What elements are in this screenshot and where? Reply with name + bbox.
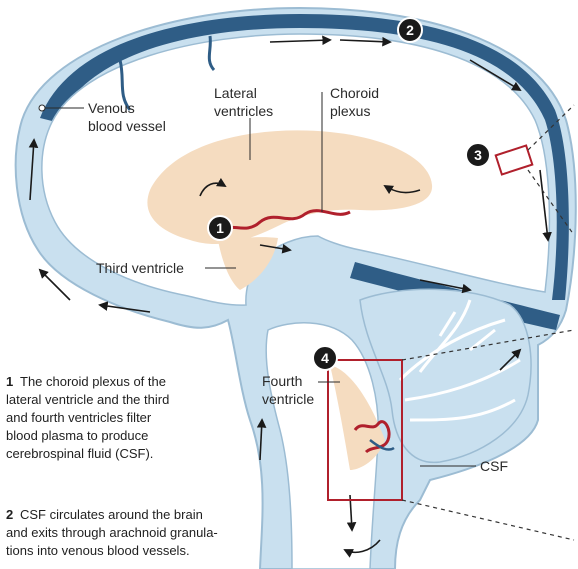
caption-1-number: 1 (6, 374, 13, 389)
caption-1: 1 The choroid plexus of the lateral vent… (6, 374, 169, 461)
caption-1-line-4: blood plasma to produce (6, 428, 148, 443)
label-venous-line1: Venous (88, 100, 135, 116)
caption-2-line-2: and exits through arachnoid granula- (6, 525, 218, 540)
svg-text:2: 2 (406, 22, 414, 38)
caption-1-line-5: cerebrospinal fluid (CSF). (6, 446, 153, 461)
label-lateral-line1: Lateral (214, 85, 257, 101)
caption-1-line-3: and fourth ventricles filter (6, 410, 152, 425)
marker-4: 4 (313, 346, 337, 370)
label-csf: CSF (480, 458, 508, 474)
svg-text:4: 4 (321, 350, 329, 366)
caption-1-line-2: lateral ventricle and the third (6, 392, 169, 407)
svg-text:1: 1 (216, 220, 224, 236)
marker-2: 2 (398, 18, 422, 42)
marker-3: 3 (466, 143, 490, 167)
label-venous-line2: blood vessel (88, 118, 166, 134)
label-fourth-line1: Fourth (262, 373, 302, 389)
caption-2: 2 CSF circulates around the brain and ex… (6, 507, 218, 558)
label-lateral-line2: ventricles (214, 103, 273, 119)
label-choroid-line2: plexus (330, 103, 370, 119)
venous-leader-dot (39, 105, 45, 111)
caption-2-line-3: tions into venous blood vessels. (6, 543, 190, 558)
marker-1: 1 (208, 216, 232, 240)
caption-2-number: 2 (6, 507, 13, 522)
svg-text:3: 3 (474, 147, 482, 163)
caption-1-line-1: The choroid plexus of the (20, 374, 166, 389)
label-third-ventricle: Third ventricle (96, 260, 184, 276)
label-choroid-line1: Choroid (330, 85, 379, 101)
caption-2-line-1: CSF circulates around the brain (20, 507, 203, 522)
label-fourth-line2: ventricle (262, 391, 314, 407)
